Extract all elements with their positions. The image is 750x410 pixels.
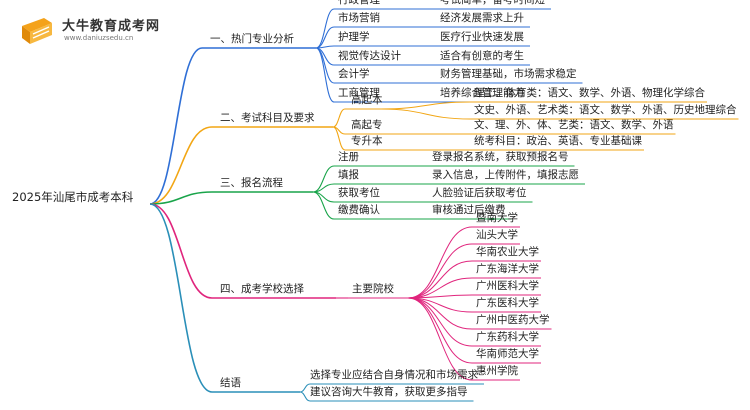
book-logo-icon bbox=[22, 18, 52, 44]
note-label: 人脸验证后获取考位 bbox=[432, 187, 527, 199]
child-label: 注册 bbox=[338, 151, 359, 163]
leaf-label: 汕头大学 bbox=[476, 229, 518, 241]
child-connector bbox=[332, 108, 346, 128]
branch-connector bbox=[149, 203, 213, 393]
child-label: 缴费确认 bbox=[338, 204, 380, 216]
note-label: 登录报名系统，获取预报名号 bbox=[432, 151, 569, 163]
branch-label: 一、热门专业分析 bbox=[210, 33, 294, 45]
note-label: 医疗行业快速发展 bbox=[440, 31, 524, 43]
branch-connector bbox=[149, 191, 213, 205]
leaf-connector bbox=[407, 260, 473, 299]
child-connector bbox=[332, 126, 346, 151]
leaf-connector bbox=[380, 101, 471, 110]
leaf-connector bbox=[407, 297, 473, 330]
leaf-connector bbox=[407, 243, 473, 299]
leaf-label: 统考科目：政治、英语、专业基础课 bbox=[474, 135, 642, 147]
leaf-label: 惠州学院 bbox=[476, 365, 518, 377]
branch-label: 四、成考学校选择 bbox=[220, 283, 304, 295]
child-label: 市场营销 bbox=[338, 12, 380, 24]
leaf-label: 文、理、外、体、艺类：语文、数学、外语 bbox=[474, 119, 674, 131]
leaf-label: 广州医科大学 bbox=[476, 280, 539, 292]
branch-connector bbox=[149, 126, 213, 205]
branch-connector bbox=[149, 203, 213, 299]
child-connector bbox=[315, 26, 335, 49]
note-label: 经济发展需求上升 bbox=[440, 12, 524, 24]
branch-label: 二、考试科目及要求 bbox=[220, 112, 315, 124]
branch-label: 三、报名流程 bbox=[220, 177, 283, 189]
leaf-label: 华南农业大学 bbox=[476, 246, 539, 258]
leaf-label: 广州中医药大学 bbox=[476, 314, 550, 326]
child-label: 护理学 bbox=[338, 31, 370, 43]
leaf-label: 理工、体育类：语文、数学、外语、物理化学综合 bbox=[474, 87, 705, 99]
child-connector bbox=[312, 191, 335, 220]
child-label: 填报 bbox=[338, 169, 359, 181]
child-label: 获取考位 bbox=[338, 187, 380, 199]
child-label: 高起本 bbox=[351, 94, 383, 106]
root-topic: 2025年汕尾市成考本科 bbox=[12, 190, 134, 204]
leaf-connector bbox=[407, 297, 473, 381]
child-label: 专升本 bbox=[351, 135, 383, 147]
note-label: 财务管理基础，市场需求稳定 bbox=[440, 68, 577, 80]
leaf-connector bbox=[380, 108, 471, 120]
branch-connector bbox=[149, 47, 203, 205]
child-label: 建议咨询大牛教育，获取更多指导 bbox=[310, 386, 468, 398]
leaf-connector bbox=[407, 226, 473, 299]
branch-label: 结语 bbox=[220, 377, 241, 389]
leaf-label: 文史、外语、艺术类：语文、数学、外语、历史地理综合 bbox=[474, 104, 737, 116]
child-label: 行政管理 bbox=[338, 0, 380, 6]
child-label: 视觉传达设计 bbox=[338, 50, 401, 62]
child-label: 会计学 bbox=[338, 68, 370, 80]
child-label: 选择专业应结合自身情况和市场需求 bbox=[310, 369, 478, 381]
leaf-label: 暨南大学 bbox=[476, 212, 518, 224]
note-label: 培养综合管理能力 bbox=[440, 87, 524, 99]
child-label: 高起专 bbox=[351, 119, 383, 131]
leaf-connector bbox=[407, 297, 473, 364]
child-connector bbox=[315, 47, 335, 103]
child-label: 主要院校 bbox=[352, 283, 394, 295]
child-connector bbox=[299, 383, 311, 393]
leaf-label: 广东海洋大学 bbox=[476, 263, 539, 275]
leaf-label: 华南师范大学 bbox=[476, 348, 539, 360]
child-label: 工商管理 bbox=[338, 87, 380, 99]
brand-site: www.daniuzsedu.cn bbox=[64, 34, 134, 42]
child-connector bbox=[315, 8, 335, 49]
leaf-label: 广东药科大学 bbox=[476, 331, 539, 343]
note-label: 考试简单，备考时间短 bbox=[440, 0, 545, 6]
note-label: 录入信息，上传附件，填报志愿 bbox=[432, 169, 579, 181]
child-connector bbox=[299, 391, 311, 402]
note-label: 适合有创意的考生 bbox=[440, 50, 524, 62]
brand-name: 大牛教育成考网 bbox=[62, 19, 161, 34]
leaf-label: 广东医科大学 bbox=[476, 297, 539, 309]
note-label: 审核通过后缴费 bbox=[432, 204, 506, 216]
